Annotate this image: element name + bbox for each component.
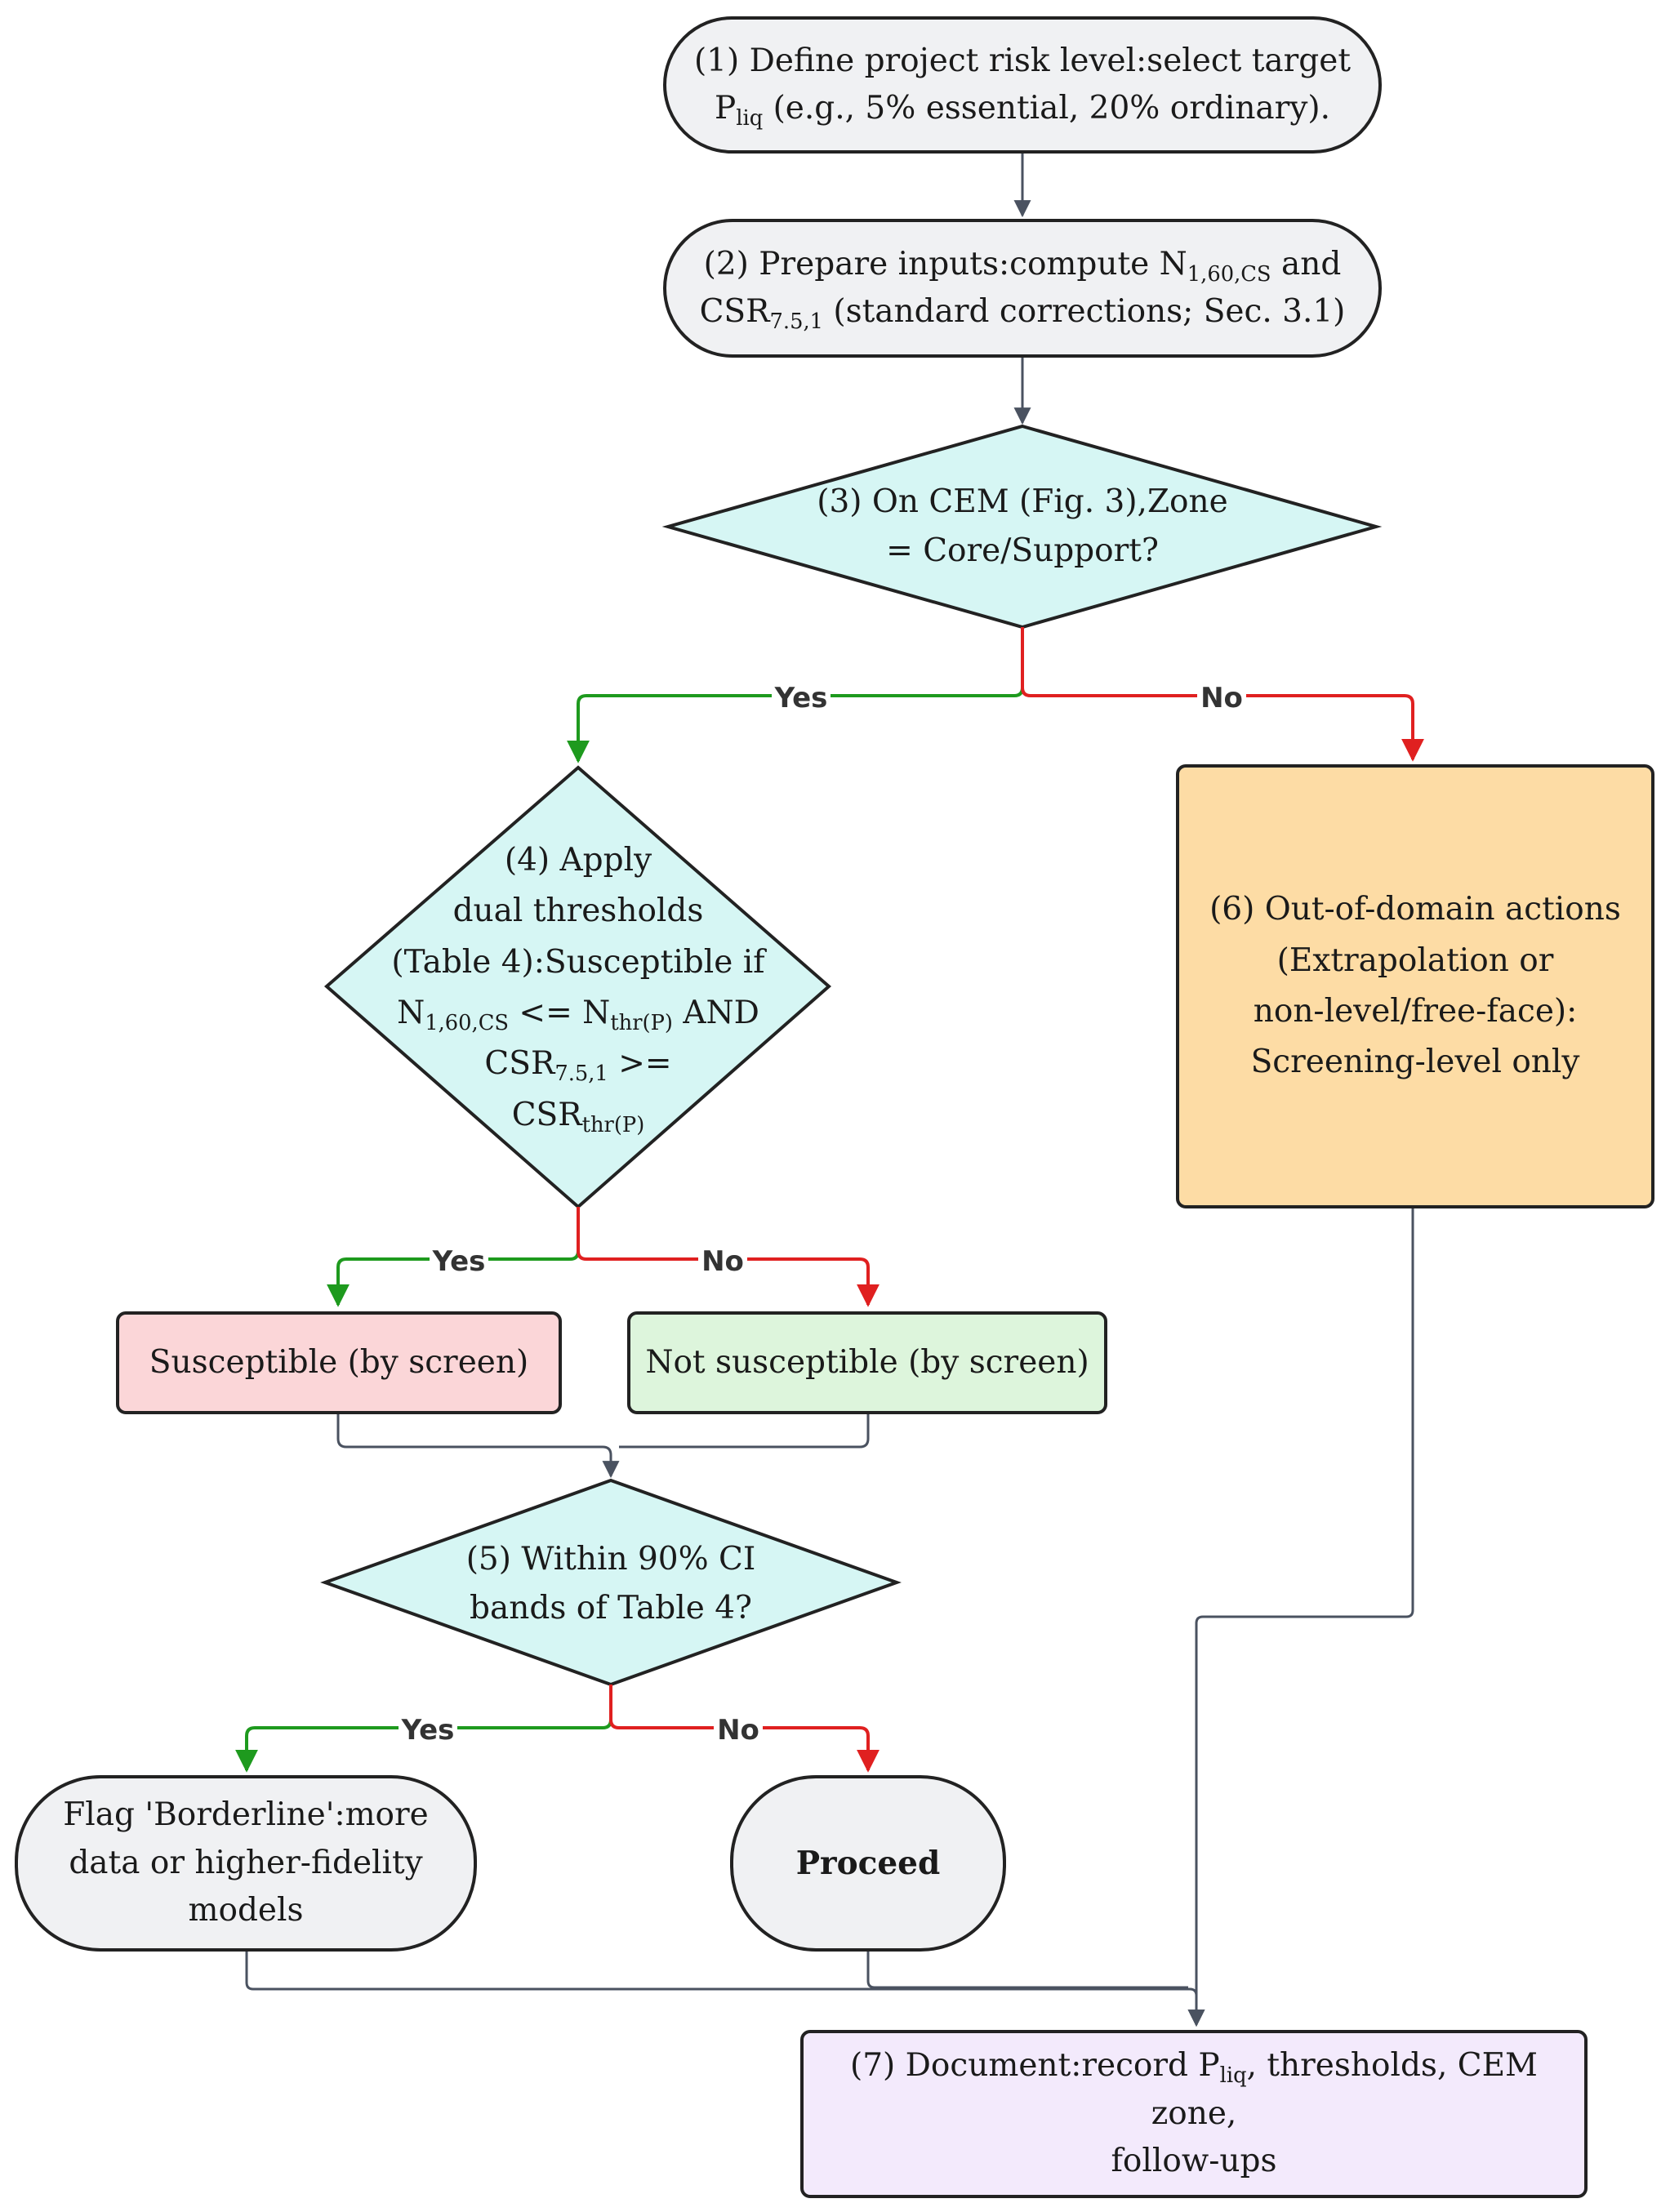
step-6-line-3: non-level/free-face): <box>1253 993 1578 1030</box>
borderline-line-1: Flag 'Borderline':more <box>63 1796 429 1834</box>
result-susceptible-label: Susceptible (by screen) <box>149 1343 529 1381</box>
edge-6-to-7 <box>1187 1208 1414 2027</box>
edge-not-susceptible-to-5 <box>619 1414 870 1449</box>
step-2-line-1: (2) Prepare inputs:compute N1,60,CS and <box>703 245 1342 287</box>
step-5-line-2: bands of Table 4? <box>470 1590 752 1627</box>
step-2-line-2: CSR7.5,1 (standard corrections; Sec. 3.1… <box>699 293 1346 335</box>
result-not-susceptible: Not susceptible (by screen) <box>627 1311 1107 1414</box>
step-7-line-2: follow-ups <box>1111 2143 1277 2180</box>
svg-text:No: No <box>701 1245 744 1278</box>
step-5-line-1: (5) Within 90% CI <box>465 1540 756 1578</box>
step-4-line-6: CSRthr(P) <box>511 1096 645 1138</box>
svg-text:No: No <box>717 1714 759 1747</box>
svg-text:Yes: Yes <box>432 1245 486 1278</box>
step-4-line-5: CSR7.5,1 >= <box>484 1045 672 1087</box>
edge-label-5-yes: Yes <box>399 1713 457 1747</box>
proceed: Proceed <box>730 1775 1006 1952</box>
step-1-define-risk-level: (1) Define project risk level:select tar… <box>663 16 1382 154</box>
flag-borderline: Flag 'Borderline':more data or higher-fi… <box>15 1775 477 1952</box>
proceed-label: Proceed <box>795 1844 941 1882</box>
step-3-cem-zone-check: (3) On CEM (Fig. 3),Zone = Core/Support? <box>808 474 1236 580</box>
step-7-line-1: (7) Document:record Pliq, thresholds, CE… <box>850 2047 1538 2132</box>
edge-proceed-to-7 <box>866 1952 1188 1989</box>
edge-label-3-yes: Yes <box>772 681 831 714</box>
step-4-line-4: N1,60,CS <= Nthr(P) AND <box>397 995 759 1036</box>
step-4-line-2: dual thresholds <box>452 892 704 930</box>
result-not-susceptible-label: Not susceptible (by screen) <box>645 1343 1089 1381</box>
svg-text:Yes: Yes <box>774 682 828 714</box>
step-4-line-1: (4) Apply <box>504 841 652 879</box>
step-3-line-1: (3) On CEM (Fig. 3),Zone <box>817 483 1228 520</box>
edge-susceptible-to-5 <box>336 1414 620 1479</box>
step-6-line-1: (6) Out-of-domain actions <box>1209 891 1621 928</box>
step-4-line-3: (Table 4):Susceptible if <box>391 943 765 981</box>
step-6-out-of-domain-actions: (6) Out-of-domain actions (Extrapolation… <box>1176 764 1654 1208</box>
result-susceptible: Susceptible (by screen) <box>116 1311 562 1414</box>
step-5-ci-band-check: (5) Within 90% CI bands of Table 4? <box>441 1531 781 1637</box>
svg-text:Yes: Yes <box>401 1714 455 1747</box>
borderline-line-3: models <box>188 1892 304 1929</box>
step-2-prepare-inputs: (2) Prepare inputs:compute N1,60,CS and … <box>663 219 1382 358</box>
step-7-document: (7) Document:record Pliq, thresholds, CE… <box>800 2030 1588 2198</box>
edge-label-4-no: No <box>698 1244 747 1278</box>
svg-text:No: No <box>1200 682 1243 714</box>
step-6-line-2: (Extrapolation or <box>1276 941 1554 979</box>
step-3-line-2: = Core/Support? <box>886 532 1159 569</box>
borderline-line-2: data or higher-fidelity <box>69 1844 423 1881</box>
edge-label-5-no: No <box>714 1713 763 1747</box>
edge-label-3-no: No <box>1197 681 1246 714</box>
step-1-line-2: Pliq (e.g., 5% essential, 20% ordinary). <box>715 90 1330 131</box>
step-4-dual-thresholds: (4) Apply dual thresholds (Table 4):Susc… <box>384 825 773 1151</box>
step-1-line-1: (1) Define project risk level:select tar… <box>693 42 1352 79</box>
step-6-line-4: Screening-level only <box>1250 1044 1580 1081</box>
edge-label-4-yes: Yes <box>430 1244 488 1278</box>
